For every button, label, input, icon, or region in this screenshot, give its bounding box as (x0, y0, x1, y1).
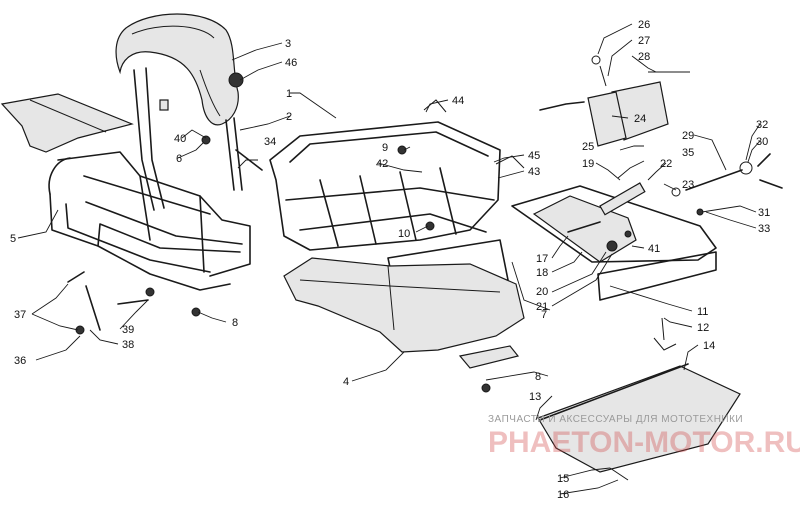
watermark-tagline: ЗАПЧАСТИ И АКСЕССУАРЫ ДЛЯ МОТОТЕХНИКИ (488, 414, 743, 425)
callout-38: 38 (122, 339, 134, 351)
callout-9: 9 (382, 142, 388, 154)
callout-30: 30 (756, 136, 768, 148)
callout-46: 46 (285, 57, 297, 69)
callout-11: 11 (697, 306, 708, 318)
callout-20: 20 (536, 286, 548, 298)
callout-18: 18 (536, 267, 548, 279)
callout-4: 4 (343, 376, 349, 388)
callout-26: 26 (638, 19, 650, 31)
callout-34: 34 (264, 136, 276, 148)
callout-39: 39 (122, 324, 134, 336)
callout-7: 7 (541, 309, 547, 321)
callout-19: 19 (582, 158, 594, 170)
rack-base (283, 257, 525, 353)
callout-35: 35 (682, 147, 694, 159)
callout-3: 3 (285, 38, 291, 50)
callout-22: 22 (660, 158, 672, 170)
callout-40: 40 (174, 133, 186, 145)
callout-10: 10 (398, 228, 410, 240)
callout-31: 31 (758, 207, 770, 219)
callout-43: 43 (528, 166, 540, 178)
seat-pad (0, 93, 134, 153)
backrest-cushion (115, 13, 244, 126)
callout-24: 24 (634, 113, 646, 125)
callout-44: 44 (452, 95, 464, 107)
backrest-frame (133, 67, 263, 211)
callout-25: 25 (582, 141, 594, 153)
callout-32: 32 (756, 119, 768, 131)
callout-27: 27 (638, 35, 650, 47)
callout-8b: 8 (535, 371, 541, 383)
leader-lines (17, 23, 761, 495)
callout-2: 2 (286, 111, 292, 123)
callout-33: 33 (758, 223, 770, 235)
hinge-pin (671, 153, 783, 216)
callout-16: 16 (557, 489, 569, 501)
callout-12: 12 (697, 322, 709, 334)
side-fasteners (67, 271, 155, 335)
seat-frame (48, 151, 251, 317)
callout-labels: 1 2 3 4 5 6 7 8 8 9 10 11 12 13 14 15 16… (10, 19, 770, 501)
callout-15: 15 (557, 473, 569, 485)
callout-29: 29 (682, 130, 694, 142)
callout-41: 41 (648, 243, 660, 255)
callout-23: 23 (682, 179, 694, 191)
callout-45: 45 (528, 150, 540, 162)
callout-36: 36 (14, 355, 26, 367)
callout-17: 17 (536, 253, 548, 265)
callout-14: 14 (703, 340, 715, 352)
callout-28: 28 (638, 51, 650, 63)
callout-8a: 8 (232, 317, 238, 329)
tail-light (539, 55, 690, 147)
mud-flap (537, 317, 741, 481)
lower-bracket (458, 345, 520, 393)
watermark-site: PHAETON-MOTOR.RU (488, 426, 800, 459)
callout-6: 6 (176, 153, 182, 165)
watermark: ЗАПЧАСТИ И АКСЕССУАРЫ ДЛЯ МОТОТЕХНИКИ PH… (488, 414, 800, 459)
callout-5: 5 (10, 233, 16, 245)
callout-42: 42 (376, 158, 388, 170)
callout-21: 21 (536, 301, 548, 313)
callout-1: 1 (286, 88, 292, 100)
mounting-plate (511, 182, 717, 301)
callout-37: 37 (14, 309, 26, 321)
callout-13: 13 (529, 391, 541, 403)
